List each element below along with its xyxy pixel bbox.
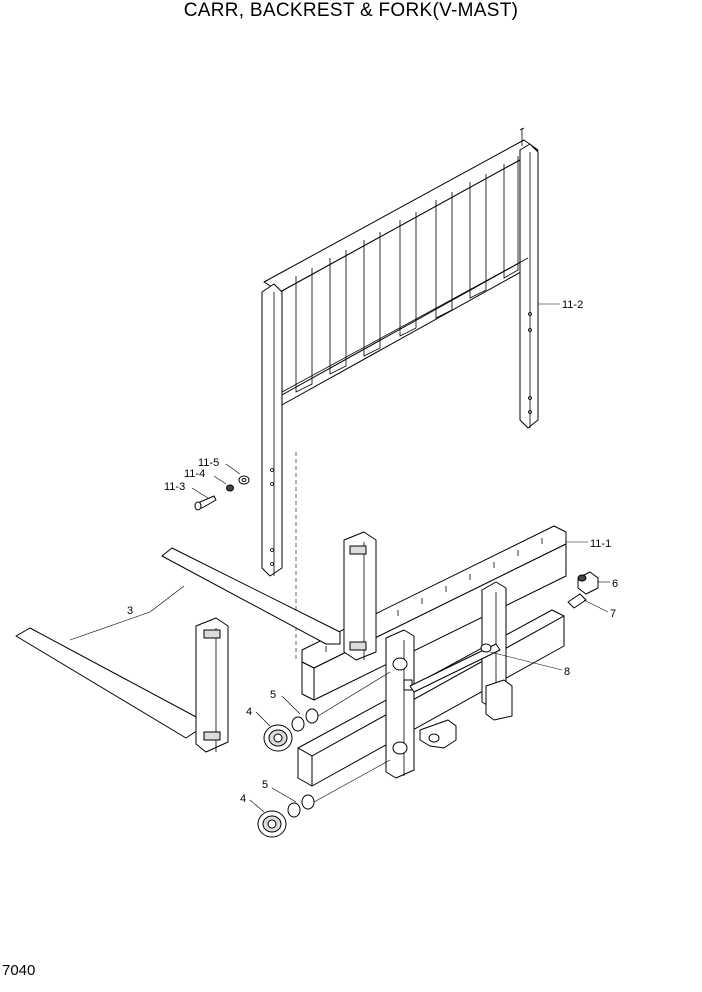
callout-7: 7: [610, 608, 616, 620]
bolt-washer-set: [194, 475, 250, 511]
callout-8: 8: [564, 666, 570, 678]
roller-lower: [257, 794, 315, 838]
callout-11-2: 11-2: [562, 299, 583, 311]
diagram-title: CARR, BACKREST & FORK(V-MAST): [183, 0, 519, 21]
carriage-hook: [419, 719, 457, 749]
carriage-side-plate-left: [385, 629, 415, 779]
callout-5-upper: 5: [270, 689, 276, 701]
roller-upper: [263, 708, 319, 752]
fork-rear: [161, 531, 377, 661]
fork-front: [15, 617, 229, 753]
callout-4-upper: 4: [246, 706, 252, 718]
callout-11-5: 11-5: [198, 457, 219, 469]
backrest-extension: [261, 127, 539, 577]
callout-3: 3: [127, 605, 133, 617]
callout-11-4: 11-4: [184, 468, 205, 480]
callout-6: 6: [612, 578, 618, 590]
pin-assembly: [567, 571, 599, 609]
callout-11-3: 11-3: [164, 481, 185, 493]
callout-4-lower: 4: [240, 793, 246, 805]
shaft: [409, 643, 501, 693]
page-code: 7040: [2, 962, 36, 979]
callout-11-1: 11-1: [590, 538, 611, 550]
callout-5-lower: 5: [262, 779, 268, 791]
